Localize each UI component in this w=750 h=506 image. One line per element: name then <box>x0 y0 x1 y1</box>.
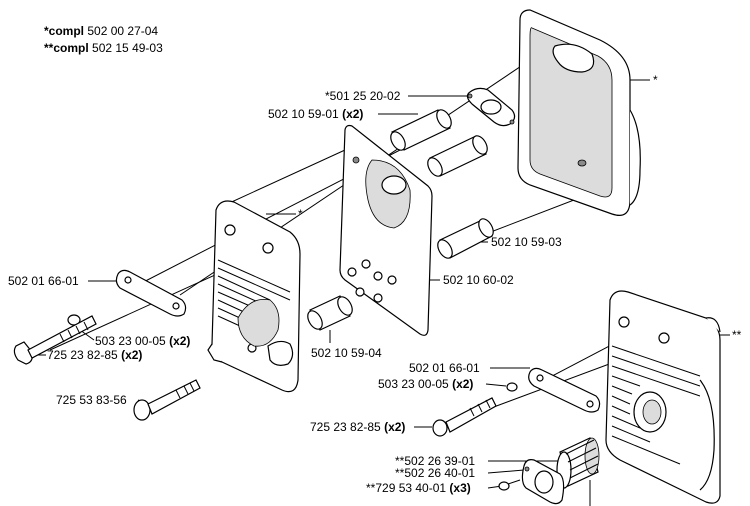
label-503-23-00-05-right: 503 23 00-05 (x2) <box>378 377 473 391</box>
label-star2-right: ** <box>732 328 741 342</box>
label-725-23-82-85-right-text: 725 23 82-85 <box>310 420 381 434</box>
bracket-502-01-66-01-right <box>528 367 601 413</box>
right-muffler-assembly <box>605 290 721 504</box>
bracket-502-01-66-01-left <box>115 269 187 317</box>
label-729-53-40-01: **729 53 40-01 (x3) <box>366 481 471 495</box>
label-725-23-82-85-right: 725 23 82-85 (x2) <box>310 420 405 434</box>
header-compl-2-number: 502 15 49-03 <box>92 41 163 55</box>
label-729-53-40-01-qty: (x3) <box>449 481 471 495</box>
label-503-23-00-05-left: 503 23 00-05 (x2) <box>95 334 190 348</box>
header-compl-2: **compl 502 15 49-03 <box>44 41 163 55</box>
label-502-26-40-01: **502 26 40-01 <box>395 466 475 480</box>
label-502-26-39-01-text: **502 26 39-01 <box>395 454 476 468</box>
header-compl-1-number: 502 00 27-04 <box>87 24 159 38</box>
label-502-10-60-02: 502 10 60-02 <box>443 273 514 287</box>
header-compl-1-prefix: *compl <box>44 24 85 38</box>
label-502-10-59-03: 502 10 59-03 <box>491 235 562 249</box>
label-502-10-59-01-text: 502 10 59-01 <box>268 107 339 121</box>
front-muffler-cover <box>207 200 301 393</box>
label-502-10-60-02-text: 502 10 60-02 <box>443 273 514 287</box>
label-503-23-00-05-left-text: 503 23 00-05 <box>95 334 166 348</box>
label-502-01-66-01-left: 502 01 66-01 <box>8 274 79 288</box>
washer-503-23-00-05-right <box>506 382 518 392</box>
label-502-10-59-01-qty: (x2) <box>342 107 364 121</box>
label-503-23-00-05-left-qty: (x2) <box>169 334 191 348</box>
label-star-top-text: * <box>653 73 658 87</box>
label-502-01-66-01-left-text: 502 01 66-01 <box>8 274 79 288</box>
label-725-53-83-56-text: 725 53 83-56 <box>56 393 127 407</box>
label-725-23-82-85-right-qty: (x2) <box>384 420 406 434</box>
label-501-25-20-02-text: *501 25 20-02 <box>325 89 401 103</box>
screw-729-53-40-01 <box>498 479 521 491</box>
label-501-25-20-02: *501 25 20-02 <box>325 89 400 103</box>
label-star2-right-text: ** <box>732 328 742 342</box>
spacer-tubes-502-10-59 <box>307 109 494 331</box>
label-502-01-66-01-right-text: 502 01 66-01 <box>409 361 480 375</box>
gasket-501-25-20-02 <box>466 87 516 127</box>
label-star-front: * <box>298 207 303 221</box>
label-725-23-82-85-left-qty: (x2) <box>121 348 143 362</box>
label-star-front-text: * <box>298 207 303 221</box>
label-725-23-82-85-left: 725 23 82-85 (x2) <box>47 348 142 362</box>
label-star-top: * <box>653 73 658 87</box>
cover-plate-502-26-40-01 <box>521 459 565 505</box>
rear-muffler-housing <box>517 9 641 216</box>
cover-cooling-slots <box>217 259 291 327</box>
header-compl-2-prefix: **compl <box>44 41 89 55</box>
header-compl-1: *compl 502 00 27-04 <box>44 24 158 38</box>
bolt-725-23-82-85-right <box>432 397 497 437</box>
label-502-10-59-04: 502 10 59-04 <box>311 346 382 360</box>
label-729-53-40-01-text: **729 53 40-01 <box>366 481 447 495</box>
label-502-26-40-01-text: **502 26 40-01 <box>395 466 476 480</box>
label-725-23-82-85-left-text: 725 23 82-85 <box>47 348 118 362</box>
label-502-10-59-01: 502 10 59-01 (x2) <box>268 107 363 121</box>
label-502-10-59-04-text: 502 10 59-04 <box>311 346 382 360</box>
bolt-725-23-82-85-left <box>13 315 97 365</box>
label-502-26-39-01: **502 26 39-01 <box>395 454 475 468</box>
heat-shield-502-10-60-02 <box>339 124 433 336</box>
right-cooling-slots <box>611 345 701 465</box>
bolt-725-53-83-56 <box>133 379 201 421</box>
spark-arrestor-screen-502-26-39-01 <box>556 437 600 489</box>
label-502-10-59-03-text: 502 10 59-03 <box>491 235 562 249</box>
label-503-23-00-05-right-qty: (x2) <box>452 377 474 391</box>
label-503-23-00-05-right-text: 503 23 00-05 <box>378 377 449 391</box>
label-725-53-83-56: 725 53 83-56 <box>56 393 127 407</box>
label-502-01-66-01-right: 502 01 66-01 <box>409 361 480 375</box>
